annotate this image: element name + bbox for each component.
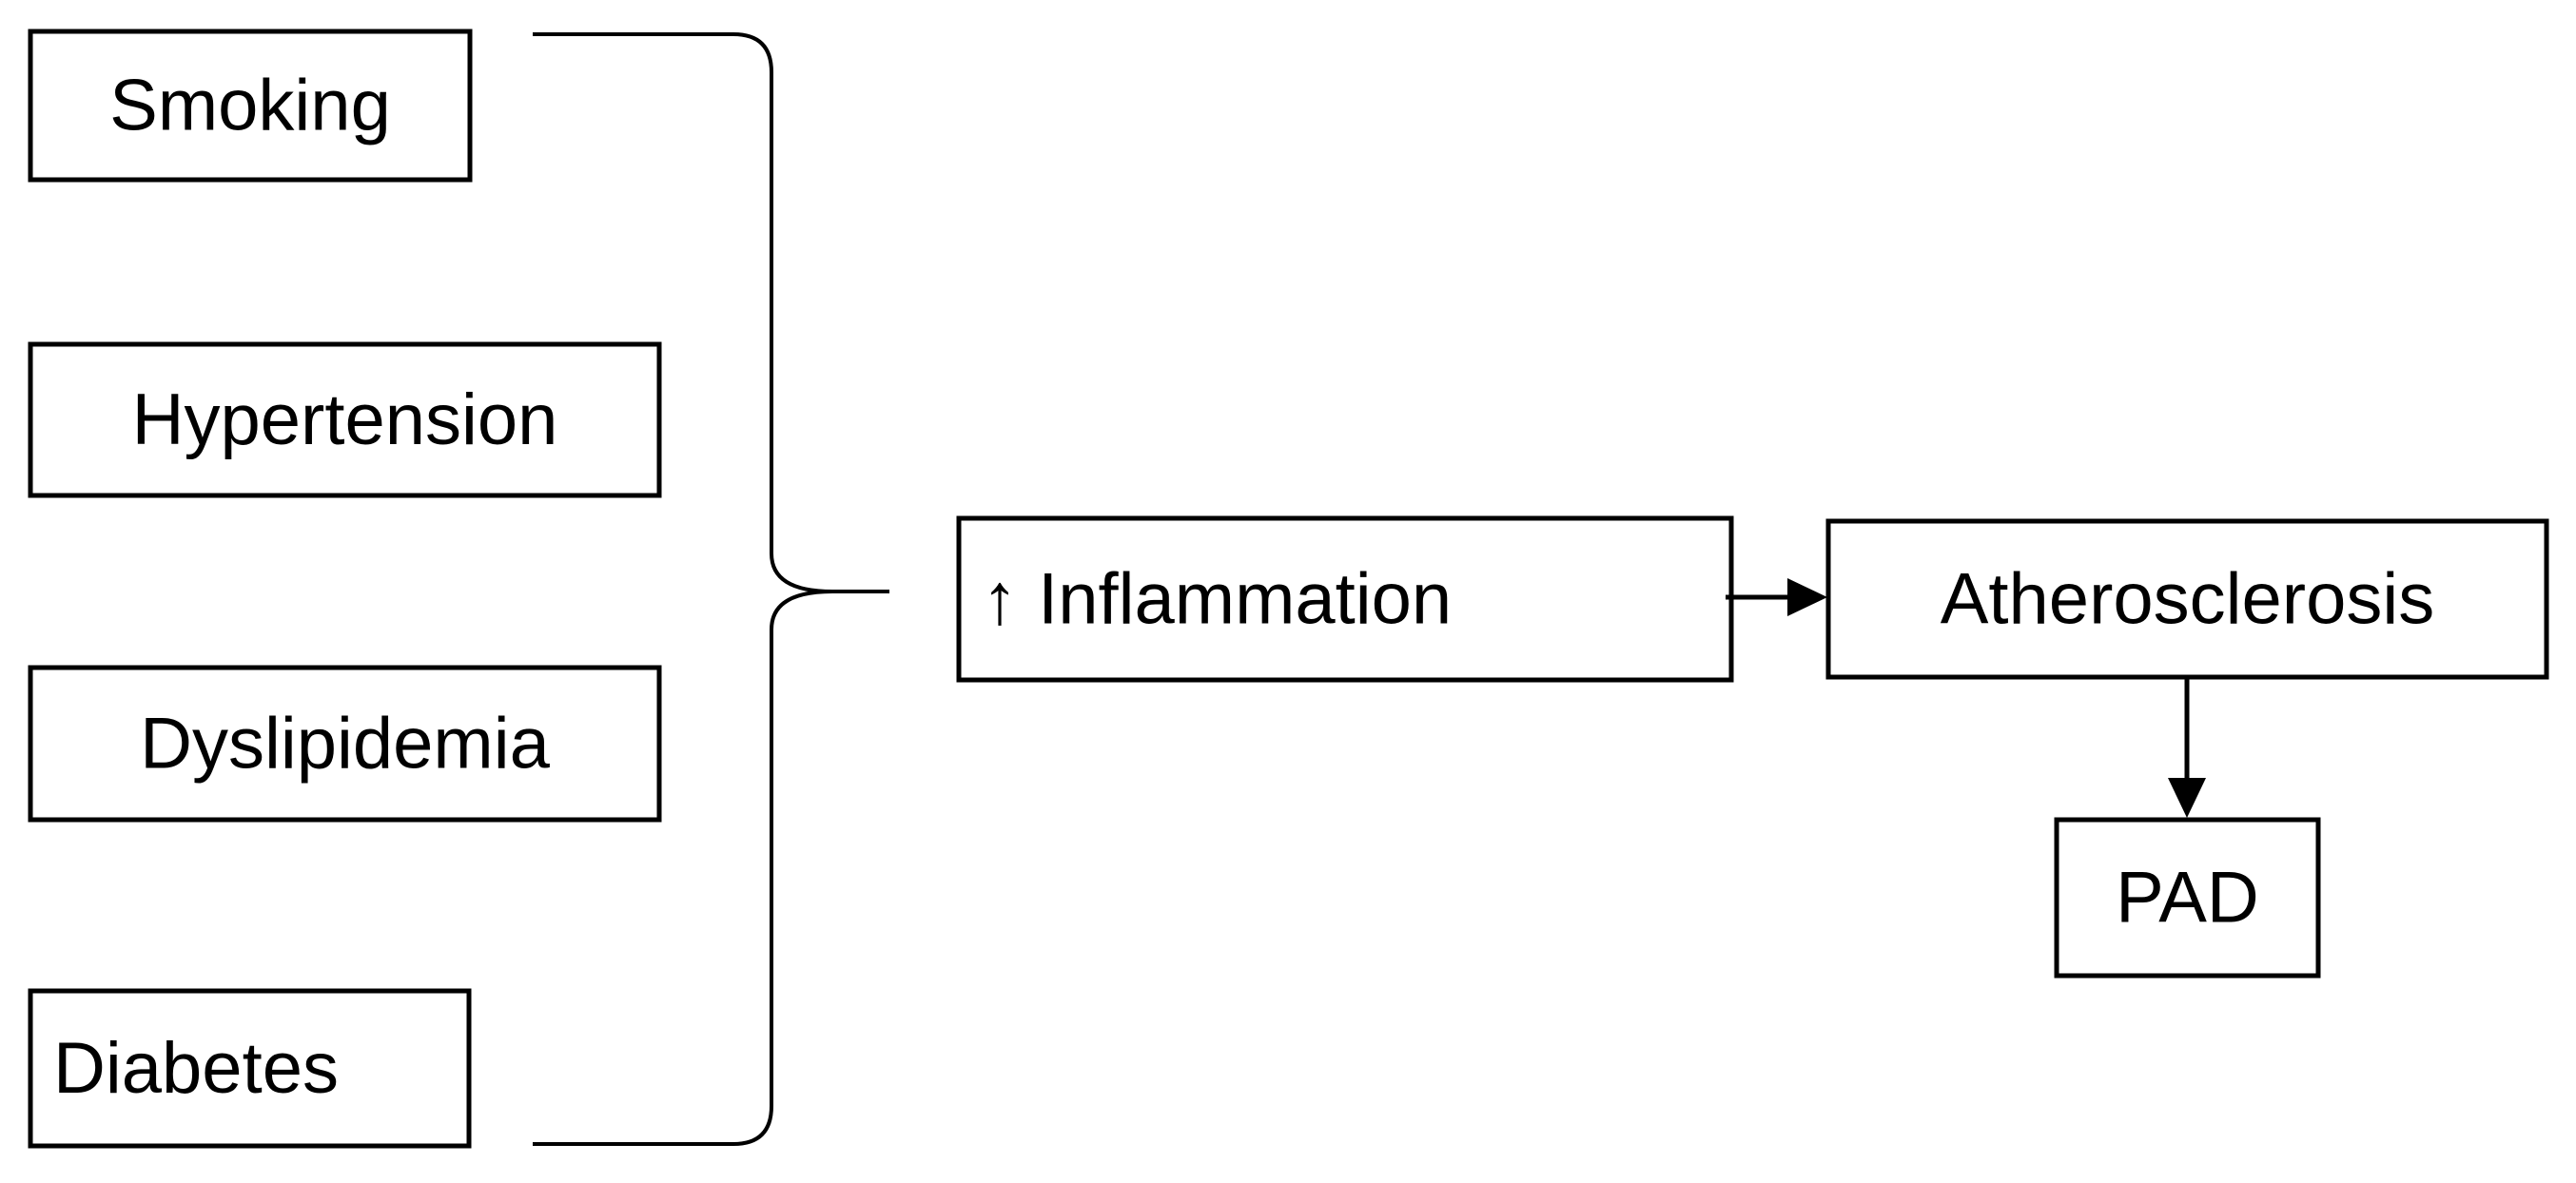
brace-upper-arm bbox=[533, 32, 833, 593]
node-dyslipidemia-box[interactable] bbox=[28, 665, 662, 823]
node-atherosclerosis-label: Atherosclerosis bbox=[1941, 559, 2435, 640]
node-atherosclerosis[interactable]: Atherosclerosis bbox=[1825, 518, 2549, 680]
arrow-head-icon bbox=[2168, 778, 2206, 818]
node-hypertension-box[interactable] bbox=[28, 341, 662, 498]
arrow-atherosclerosis-to-pad bbox=[2168, 677, 2206, 818]
node-pad-box[interactable] bbox=[2054, 817, 2321, 979]
risk-factors-brace bbox=[533, 32, 889, 1146]
node-dyslipidemia[interactable]: Dyslipidemia bbox=[28, 665, 662, 823]
process-nodes: ↑ Inflammation Atherosclerosis PAD bbox=[956, 515, 2549, 979]
node-hypertension-label: Hypertension bbox=[132, 379, 558, 460]
node-smoking[interactable]: Smoking bbox=[28, 29, 473, 183]
node-inflammation-label: ↑ Inflammation bbox=[982, 559, 1452, 640]
node-pad[interactable]: PAD bbox=[2054, 817, 2321, 979]
node-dyslipidemia-label: Dyslipidemia bbox=[140, 704, 551, 785]
node-smoking-label: Smoking bbox=[109, 66, 391, 146]
node-pad-label: PAD bbox=[2116, 858, 2259, 939]
node-atherosclerosis-box[interactable] bbox=[1825, 518, 2549, 680]
node-diabetes-box[interactable] bbox=[28, 988, 472, 1149]
arrow-head-icon bbox=[1787, 578, 1827, 616]
arrow-inflammation-to-atherosclerosis bbox=[1726, 578, 1827, 616]
node-diabetes[interactable]: Diabetes bbox=[28, 988, 472, 1149]
node-diabetes-label: Diabetes bbox=[53, 1028, 339, 1109]
node-smoking-box[interactable] bbox=[28, 29, 473, 183]
risk-factor-nodes: Smoking Hypertension Dyslipidemia Diabet… bbox=[28, 29, 662, 1149]
node-hypertension[interactable]: Hypertension bbox=[28, 341, 662, 498]
node-inflammation[interactable]: ↑ Inflammation bbox=[956, 515, 1734, 683]
brace-lower-arm bbox=[533, 590, 833, 1146]
flow-arrows bbox=[1726, 578, 2206, 818]
